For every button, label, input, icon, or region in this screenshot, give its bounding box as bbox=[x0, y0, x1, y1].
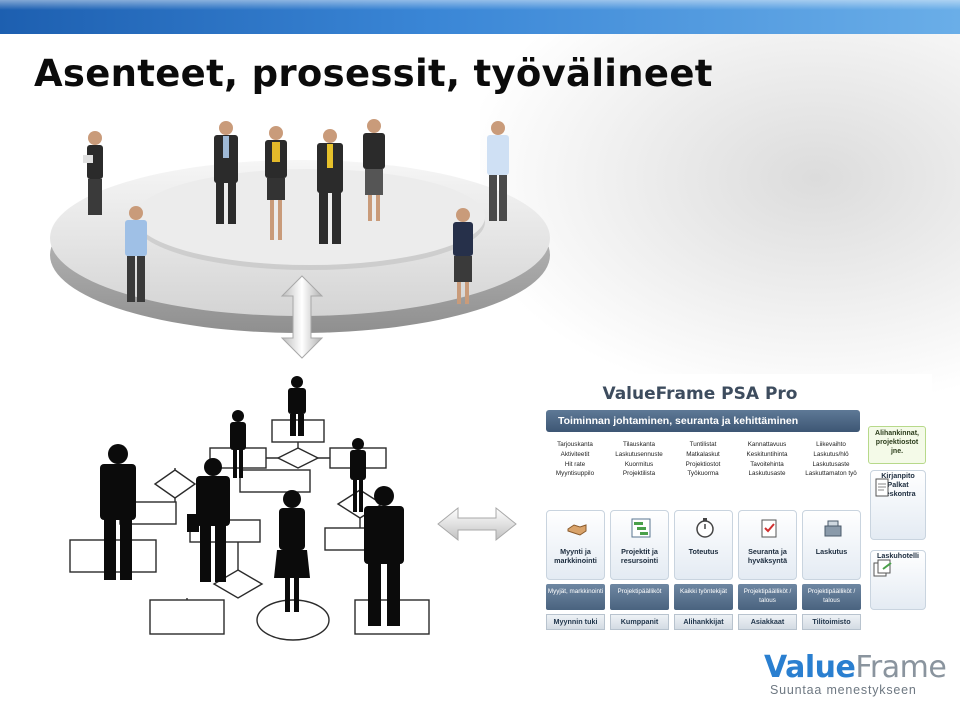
psa-title: ValueFrame PSA Pro bbox=[602, 384, 798, 404]
person-4 bbox=[317, 129, 343, 244]
kpi-item: Kuormitus bbox=[624, 460, 654, 468]
kpi-item: Projektilista bbox=[622, 470, 656, 478]
kpi-item: Tavoitehinta bbox=[750, 460, 784, 468]
person-1 bbox=[83, 131, 103, 215]
silhouette-2 bbox=[230, 410, 246, 478]
kpi-column-1: Tarjouskanta Aktiviteetit Hit rate Myynt… bbox=[546, 440, 604, 479]
kpi-item: Tarjouskanta bbox=[557, 441, 593, 448]
role-label: Projektipäälliköt / talous bbox=[802, 584, 861, 610]
logo-wordmark: ValueFrame bbox=[764, 650, 947, 685]
silhouette-5 bbox=[187, 458, 230, 582]
logo-tagline: Suuntaa menestykseen bbox=[770, 683, 917, 697]
kpi-item: Laskuttamaton työ bbox=[805, 470, 857, 478]
kpi-item: Työkuorma bbox=[687, 470, 719, 478]
silhouette-7 bbox=[364, 486, 404, 626]
kpi-item: Aktiviteetit bbox=[560, 450, 590, 458]
stopwatch-icon bbox=[696, 518, 714, 538]
business-people-group bbox=[83, 119, 509, 304]
background-hands-image bbox=[480, 34, 960, 394]
process-invoicing: Laskutus bbox=[802, 510, 861, 580]
kpi-item: Myyntisuppilo bbox=[555, 470, 595, 478]
stakeholder-group: Alihankkijat bbox=[674, 614, 733, 630]
papers-icon bbox=[873, 559, 892, 577]
accounting-box: Kirjanpito Palkat Reskontra bbox=[870, 470, 926, 540]
stakeholder-group: Kumppanit bbox=[610, 614, 669, 630]
horizontal-double-arrow-icon bbox=[437, 506, 517, 542]
process-execution: Toteutus bbox=[674, 510, 733, 580]
silhouette-4 bbox=[100, 444, 136, 580]
document-icon bbox=[875, 478, 889, 497]
kpi-item: Liikevaihto bbox=[816, 441, 846, 448]
person-7 bbox=[125, 206, 147, 302]
top-banner-shine bbox=[0, 0, 960, 10]
kpi-item: Tuntilistat bbox=[689, 441, 717, 448]
kpi-item: Keskituntihinta bbox=[746, 450, 788, 458]
gantt-icon bbox=[631, 518, 651, 538]
logo-frame: Frame bbox=[855, 650, 947, 685]
kpi-item: Laskutusennuste bbox=[615, 450, 663, 458]
kpi-item: Tilauskanta bbox=[623, 441, 655, 448]
logo-value: Value bbox=[764, 650, 856, 685]
stakeholder-group: Tilitoimisto bbox=[802, 614, 861, 630]
accounting-label: Kirjanpito Palkat Reskontra bbox=[880, 471, 916, 498]
kpi-item: Matkalaskut bbox=[686, 450, 720, 458]
psa-management-banner: Toiminnan johtaminen, seuranta ja kehitt… bbox=[546, 410, 860, 432]
cash-register-icon bbox=[824, 520, 842, 537]
invoice-hotel-label: Laskuhotelli bbox=[877, 551, 919, 560]
silhouette-6 bbox=[274, 490, 310, 612]
person-5 bbox=[363, 119, 385, 221]
person-2 bbox=[214, 121, 238, 224]
process-sales: Myynti ja markkinointi bbox=[546, 510, 605, 580]
handshake-icon bbox=[567, 524, 587, 536]
top-banner-bar bbox=[0, 0, 960, 34]
process-label: Toteutus bbox=[688, 547, 719, 556]
vertical-double-arrow-icon bbox=[280, 275, 324, 359]
slide-title: Asenteet, prosessit, työvälineet bbox=[34, 52, 713, 95]
process-label: Projektit ja resursointi bbox=[620, 547, 659, 565]
kpi-item: Laskutusaste bbox=[748, 470, 786, 478]
subcontracting-note: Alihankinnat, projektiostot jne. bbox=[868, 426, 926, 464]
process-monitoring: Seuranta ja hyväksyntä bbox=[738, 510, 797, 580]
process-label: Myynti ja markkinointi bbox=[554, 547, 597, 565]
kpi-item: Projektiostot bbox=[685, 460, 721, 468]
psa-diagram: ValueFrame PSA Pro Toiminnan johtaminen,… bbox=[540, 374, 932, 636]
silhouette-people bbox=[100, 376, 404, 626]
role-label: Myyjät, markkinointi bbox=[546, 584, 605, 610]
clipboard-check-icon bbox=[761, 519, 777, 538]
silhouette-1 bbox=[288, 376, 306, 436]
kpi-column-3: Tuntilistat Matkalaskut Projektiostot Ty… bbox=[674, 440, 732, 479]
platform-disc bbox=[50, 160, 550, 333]
invoice-hotel-box: Laskuhotelli bbox=[870, 550, 926, 610]
kpi-column-2: Tilauskanta Laskutusennuste Kuormitus Pr… bbox=[610, 440, 668, 479]
role-label: Kaikki työntekijät bbox=[674, 584, 733, 610]
stakeholder-group: Myynnin tuki bbox=[546, 614, 605, 630]
silhouette-3 bbox=[350, 438, 366, 512]
process-label: Laskutus bbox=[815, 547, 848, 556]
kpi-item: Hit rate bbox=[564, 460, 586, 468]
person-3 bbox=[265, 126, 287, 240]
role-label: Projektipäälliköt / talous bbox=[738, 584, 797, 610]
process-projects: Projektit ja resursointi bbox=[610, 510, 669, 580]
kpi-column-5: Liikevaihto Laskutus/hlö Laskutusaste La… bbox=[802, 440, 860, 479]
role-label: Projektipäälliköt bbox=[610, 584, 669, 610]
stakeholder-group: Asiakkaat bbox=[738, 614, 797, 630]
kpi-item: Laskutusaste bbox=[812, 460, 850, 468]
kpi-item: Kannattavuus bbox=[747, 441, 787, 448]
process-label: Seuranta ja hyväksyntä bbox=[747, 547, 788, 565]
kpi-item: Laskutus/hlö bbox=[813, 450, 849, 458]
kpi-column-4: Kannattavuus Keskituntihinta Tavoitehint… bbox=[738, 440, 796, 479]
valueframe-logo: ValueFrame Suuntaa menestykseen bbox=[764, 650, 947, 700]
person-8 bbox=[453, 208, 473, 304]
person-6 bbox=[487, 121, 509, 221]
